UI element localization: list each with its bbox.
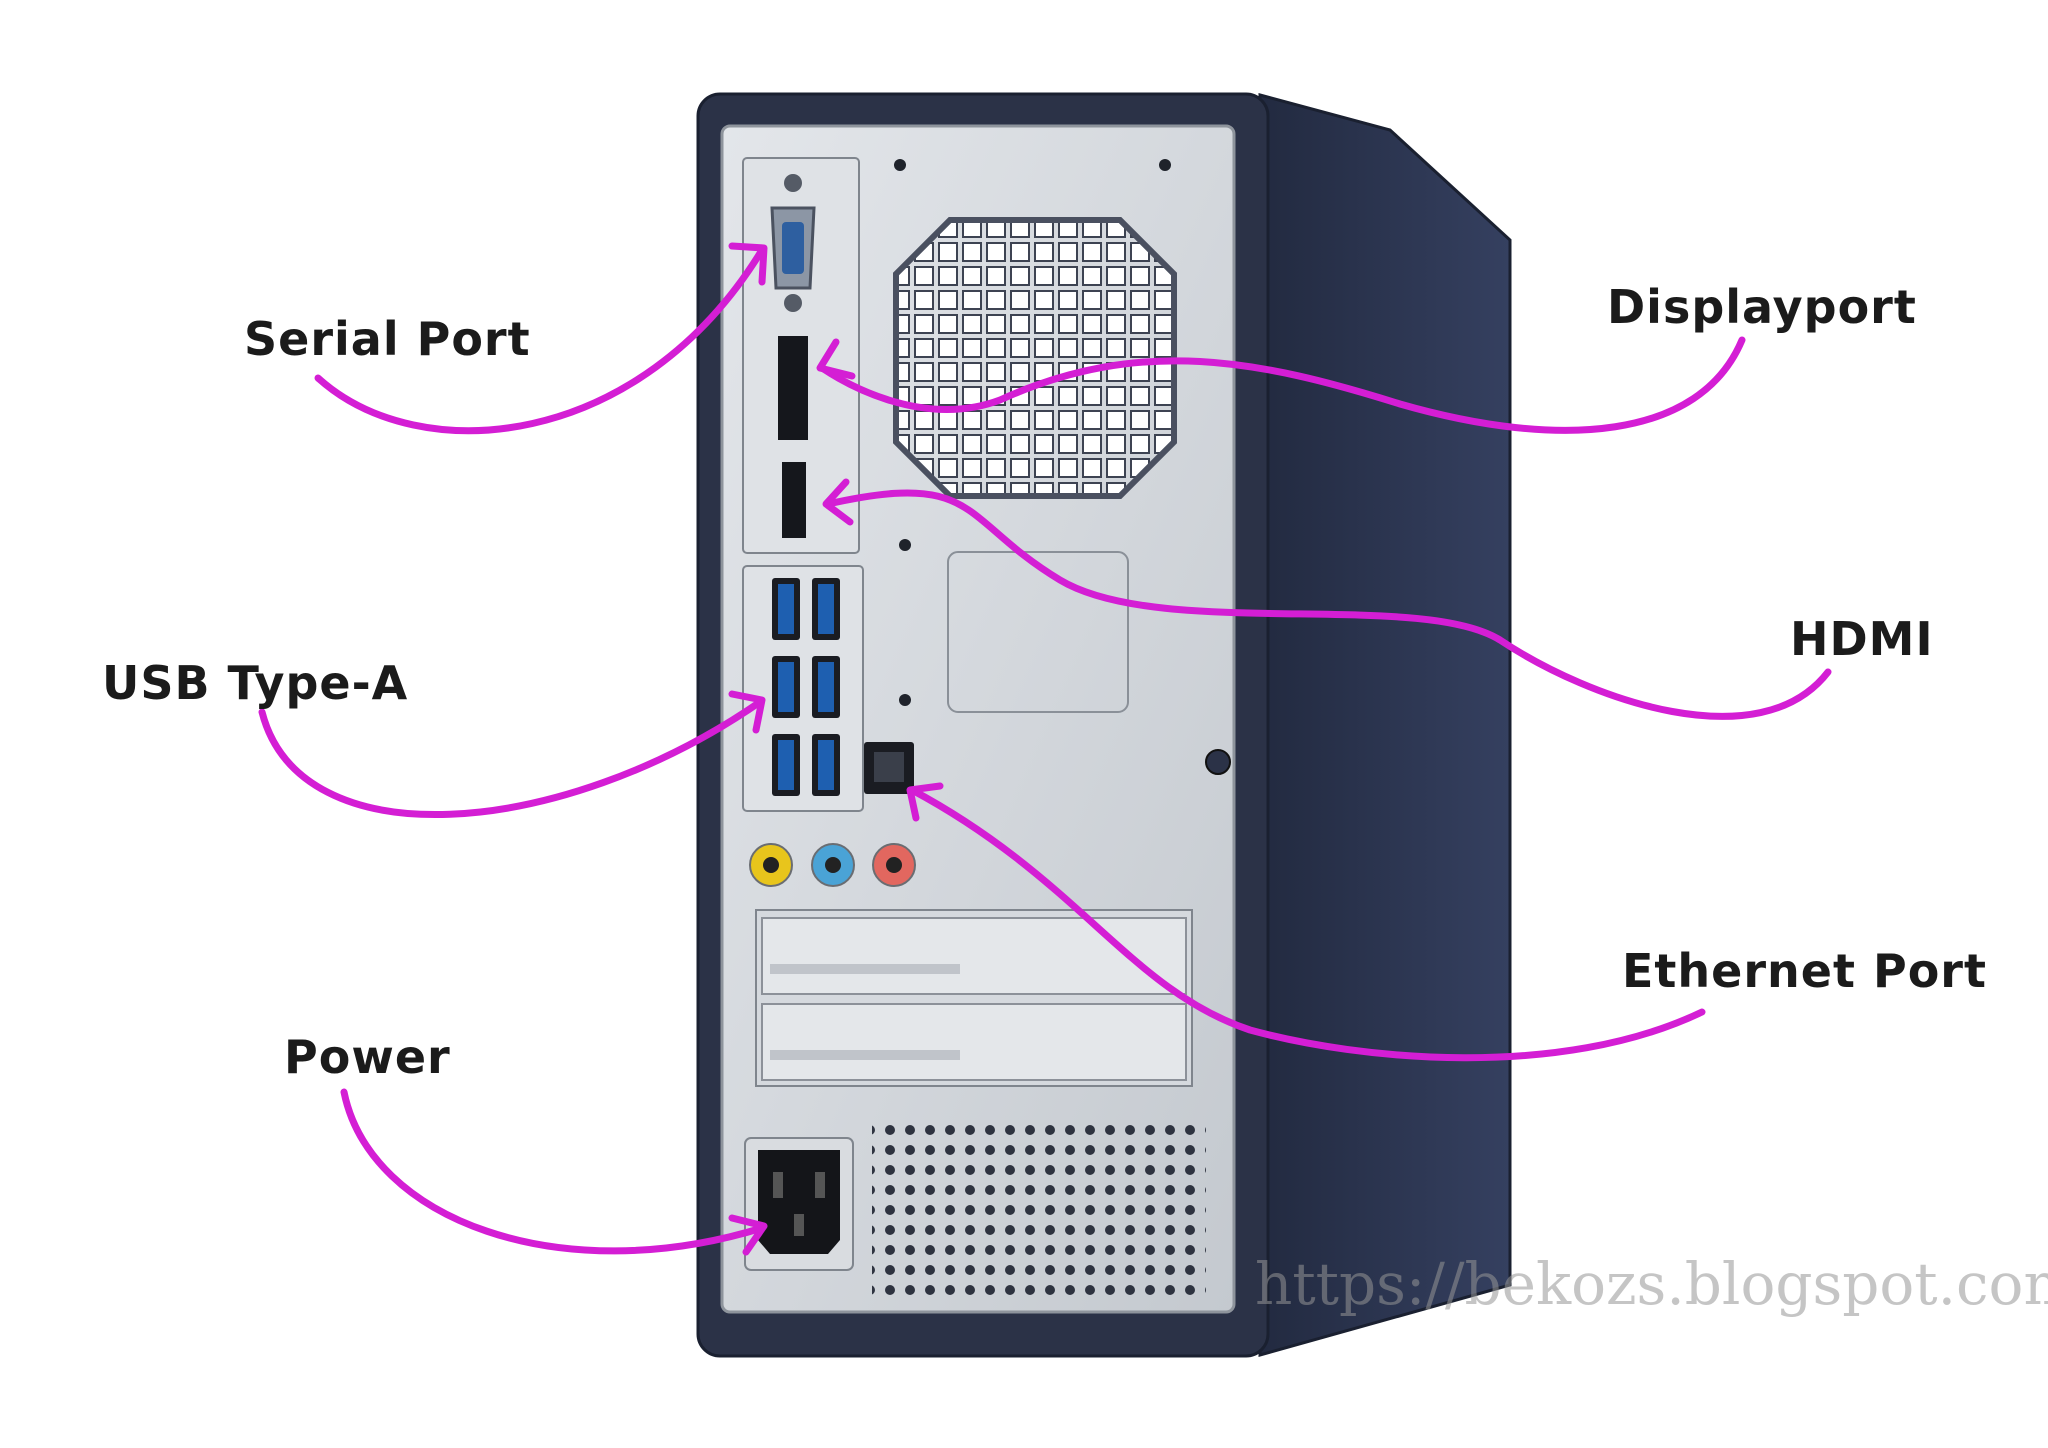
power-label: Power — [284, 1030, 451, 1084]
ethernet-arrow — [908, 786, 1706, 1062]
usb-arrowhead — [728, 690, 766, 734]
watermark-text: https://bekozs.blogspot.com/ — [1255, 1250, 2048, 1318]
displayport-socket — [778, 336, 808, 440]
io-shield-lower — [742, 565, 864, 812]
serial-port-arrow — [314, 246, 766, 435]
mounting-screws — [894, 159, 1171, 706]
power-inlet — [744, 1137, 854, 1271]
audio-jacks — [749, 843, 916, 887]
displayport-arrowhead — [816, 338, 856, 380]
ethernet-socket — [864, 742, 914, 794]
ethernet-label: Ethernet Port — [1622, 944, 1987, 998]
hdmi-socket — [782, 462, 806, 538]
usb-label: USB Type-A — [102, 656, 409, 710]
displayport-arrow — [818, 336, 1746, 434]
power-arrowhead — [728, 1214, 768, 1256]
serial-port-arrowhead — [728, 242, 768, 286]
displayport-label: Displayport — [1607, 280, 1917, 334]
serial-port — [770, 174, 816, 312]
psu-vent — [872, 1120, 1206, 1302]
hdmi-arrowhead — [822, 478, 854, 526]
arrows — [258, 242, 1832, 1256]
serial-port-label: Serial Port — [244, 312, 531, 366]
expansion-slots — [755, 909, 1193, 1087]
usb-arrow — [258, 698, 764, 818]
hdmi-arrow — [824, 489, 1832, 720]
power-arrow — [340, 1088, 766, 1255]
fan-vent — [893, 217, 1177, 499]
thumb-screw — [1205, 749, 1231, 775]
usb-port-group — [772, 578, 840, 796]
center-plate — [947, 551, 1129, 713]
case-side-panel — [1258, 93, 1512, 1357]
hdmi-label: HDMI — [1790, 612, 1934, 666]
ethernet-arrowhead — [906, 782, 944, 822]
